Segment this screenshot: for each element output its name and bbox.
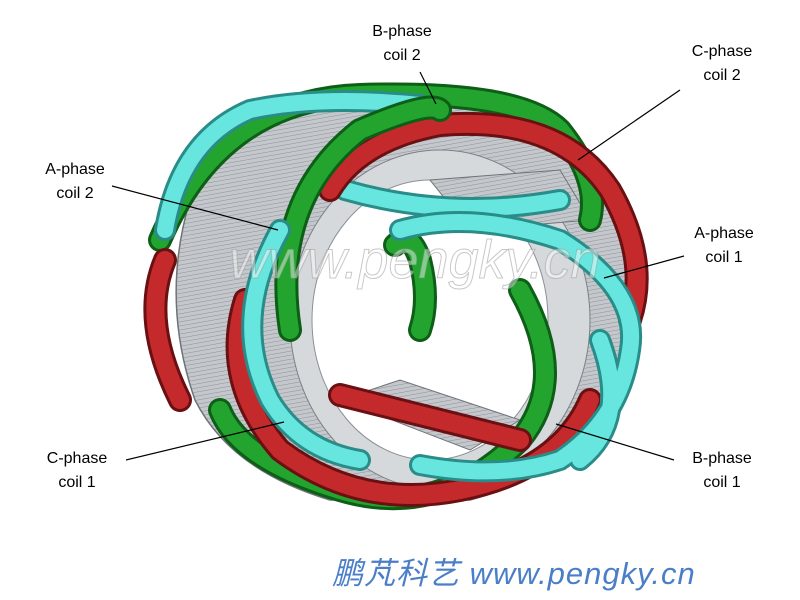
label-b-phase-coil-1: B-phase coil 1 <box>692 447 752 495</box>
leader-a-phase-coil-2 <box>111 185 279 231</box>
label-c-phase-coil-1: C-phase coil 1 <box>47 447 107 495</box>
coil-b-phase-1 <box>208 95 557 511</box>
label-line: C-phase <box>46 450 108 467</box>
coil-a-phase-1 <box>241 211 643 483</box>
leader-c-phase-coil-2 <box>577 89 681 161</box>
label-line: coil 1 <box>703 474 741 491</box>
coil-c-phase-2 <box>318 111 649 332</box>
label-a-phase-coil-2: A-phase coil 2 <box>45 158 105 206</box>
label-b-phase-coil-2: B-phase coil 2 <box>372 20 432 68</box>
leader-lines <box>111 71 685 461</box>
leader-b-phase-coil-2 <box>419 71 437 105</box>
label-line: coil 2 <box>383 47 421 64</box>
label-line: B-phase <box>372 23 432 40</box>
label-line: coil 2 <box>56 185 94 202</box>
label-a-phase-coil-1: A-phase coil 1 <box>694 222 754 270</box>
leader-a-phase-coil-1 <box>603 255 685 279</box>
leader-b-phase-coil-1 <box>555 423 675 461</box>
label-line: coil 1 <box>58 474 96 491</box>
label-line: A-phase <box>45 161 105 178</box>
leader-c-phase-coil-1 <box>125 421 285 461</box>
coil-a-phase-2 <box>154 90 571 241</box>
label-line: coil 2 <box>703 67 741 84</box>
label-line: coil 1 <box>705 249 743 266</box>
label-line: A-phase <box>694 225 754 242</box>
footer-brand: 鹏芃科艺 www.pengky.cn <box>332 556 696 591</box>
label-line: C-phase <box>691 43 753 60</box>
label-c-phase-coil-2: C-phase coil 2 <box>692 40 752 88</box>
watermark: www.pengky.cn <box>229 230 600 290</box>
label-line: B-phase <box>692 450 752 467</box>
